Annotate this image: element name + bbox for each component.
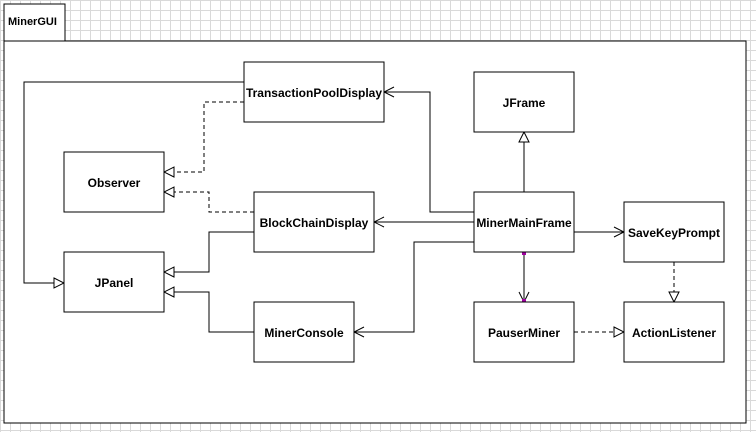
edge-blockchain-to-jpanel[interactable] — [164, 231, 254, 272]
class-name: TransactionPoolDisplay — [246, 86, 382, 100]
edge-console-to-jpanel[interactable] — [164, 292, 254, 333]
relationships: TransactionPoolDisplay --> BlockChainDis… — [23, 81, 674, 333]
class-name: PauserMiner — [488, 326, 560, 340]
edge-mainframe-to-txpool[interactable] — [384, 92, 474, 213]
class-save-key-prompt[interactable]: SaveKeyPrompt — [623, 201, 725, 263]
edge-blockchain-to-observer[interactable] — [164, 192, 254, 213]
class-jpanel[interactable]: JPanel — [63, 251, 165, 313]
class-blockchain-display[interactable]: BlockChainDisplay — [253, 191, 375, 253]
class-name: JFrame — [503, 96, 546, 110]
class-jframe[interactable]: JFrame — [473, 71, 575, 133]
class-transaction-pool-display[interactable]: TransactionPoolDisplay — [243, 61, 385, 123]
edge-txpool-to-jpanel[interactable] — [23, 81, 244, 283]
class-action-listener[interactable]: ActionListener — [623, 301, 725, 363]
class-miner-main-frame[interactable]: MinerMainFrame — [473, 191, 575, 253]
edge-mainframe-to-console[interactable] — [354, 241, 474, 332]
package-tab[interactable] — [3, 3, 66, 42]
edge-handle-start[interactable] — [522, 251, 526, 255]
package-name: MinerGUI — [8, 16, 57, 28]
class-observer[interactable]: Observer — [63, 151, 165, 213]
edge-handle-end[interactable] — [522, 299, 526, 303]
class-name: Observer — [88, 176, 141, 190]
class-name: BlockChainDisplay — [260, 216, 369, 230]
class-miner-console[interactable]: MinerConsole — [253, 301, 355, 363]
class-pauser-miner[interactable]: PauserMiner — [473, 301, 575, 363]
class-name: MinerConsole — [264, 326, 344, 340]
edge-txpool-to-observer[interactable] — [164, 101, 244, 172]
class-name: MinerMainFrame — [476, 216, 572, 230]
class-name: SaveKeyPrompt — [628, 226, 720, 240]
class-name: ActionListener — [632, 326, 716, 340]
class-name: JPanel — [95, 276, 134, 290]
